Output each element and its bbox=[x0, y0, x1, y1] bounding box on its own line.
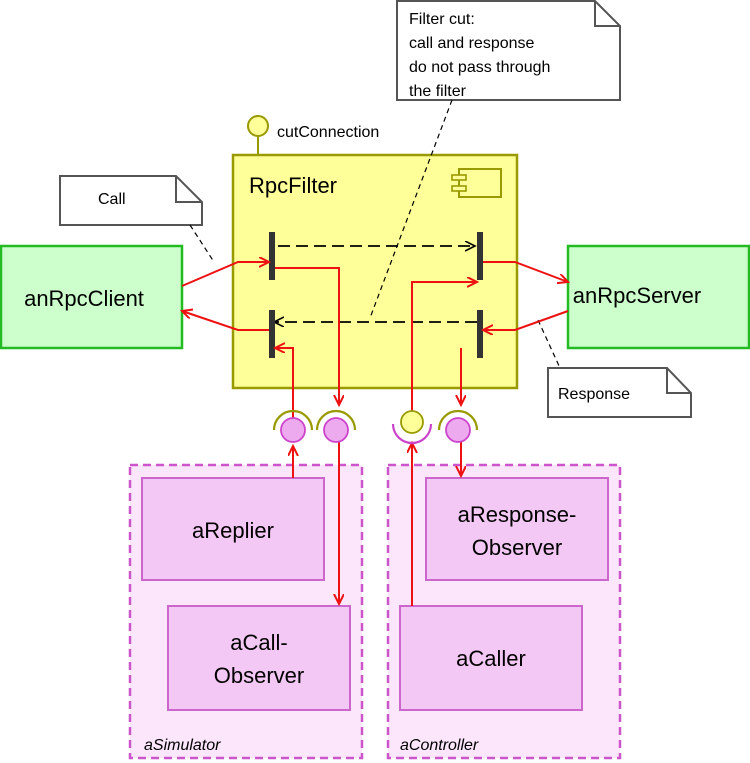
response-observer-label-line1: aResponse- bbox=[458, 502, 577, 527]
client-to-filter-arrow bbox=[181, 262, 269, 287]
call-in-port bbox=[269, 232, 275, 280]
component-icon bbox=[451, 168, 502, 198]
response-observer-port bbox=[437, 409, 479, 443]
caller-label: aCaller bbox=[456, 646, 526, 671]
rpc-client-label: anRpcClient bbox=[24, 286, 144, 311]
filter-cut-note-line1: Filter cut: bbox=[409, 11, 475, 28]
response-in-port bbox=[477, 310, 483, 358]
response-note-anchor bbox=[537, 319, 561, 369]
rpc-filter-component[interactable]: RpcFilter bbox=[231, 153, 519, 390]
filter-to-call-observer-arrow bbox=[275, 267, 339, 405]
call-observer-label-line2: Observer bbox=[214, 663, 304, 688]
replier-label: aReplier bbox=[192, 518, 274, 543]
filter-to-client-arrow bbox=[182, 311, 269, 331]
replier-to-filter-arrow bbox=[275, 348, 294, 419]
response-note: Response bbox=[547, 367, 692, 418]
rpc-server-node[interactable]: anRpcServer bbox=[566, 244, 750, 350]
call-observer-part[interactable]: aCall- Observer bbox=[167, 605, 351, 711]
filter-cut-note-line2: call and response bbox=[409, 35, 535, 52]
response-out-port bbox=[269, 310, 275, 358]
call-note-anchor bbox=[189, 224, 215, 263]
cut-connection-interface[interactable]: cutConnection bbox=[247, 115, 379, 155]
caller-port bbox=[391, 410, 433, 445]
server-to-filter-arrow bbox=[483, 310, 569, 330]
call-out-port bbox=[477, 232, 483, 280]
call-observer-port bbox=[315, 409, 357, 443]
filter-cut-note-anchor bbox=[369, 99, 453, 319]
call-observer-label-line1: aCall- bbox=[230, 630, 287, 655]
filter-cut-note-line3: do not pass through bbox=[409, 59, 550, 76]
call-note-label: Call bbox=[98, 191, 126, 208]
response-note-label: Response bbox=[558, 386, 630, 403]
simulator-label: aSimulator bbox=[144, 737, 221, 754]
controller-label: aController bbox=[400, 737, 479, 754]
caller-to-filter-arrow bbox=[411, 282, 477, 414]
rpc-filter-label: RpcFilter bbox=[249, 173, 337, 198]
call-note: Call bbox=[59, 175, 203, 226]
rpc-client-node[interactable]: anRpcClient bbox=[0, 244, 184, 350]
response-observer-label-line2: Observer bbox=[472, 535, 562, 560]
filter-cut-note-line4: the filter bbox=[409, 83, 467, 100]
rpc-server-label: anRpcServer bbox=[573, 283, 701, 308]
response-observer-part[interactable]: aResponse- Observer bbox=[425, 477, 609, 581]
cut-connection-label: cutConnection bbox=[277, 124, 379, 141]
replier-port bbox=[272, 409, 314, 443]
filter-to-server-arrow bbox=[483, 261, 568, 282]
replier-part[interactable]: aReplier bbox=[141, 477, 325, 581]
caller-part[interactable]: aCaller bbox=[399, 605, 583, 711]
filter-cut-note: Filter cut: call and response do not pas… bbox=[396, 0, 621, 101]
